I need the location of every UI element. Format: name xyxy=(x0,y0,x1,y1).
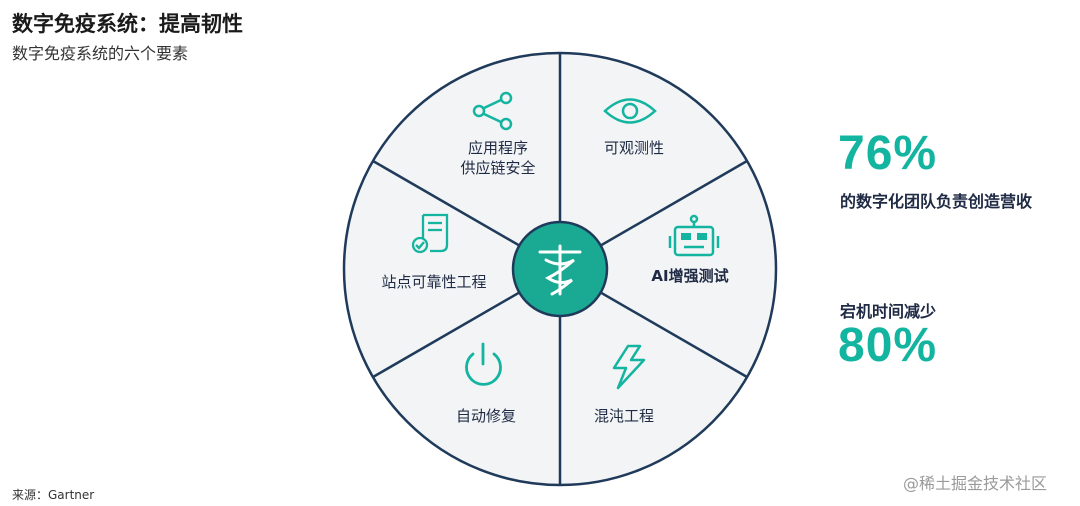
segment-label-auto-remediation: 自动修复 xyxy=(455,407,517,425)
segment-label-site-reliability: 站点可靠性工程 xyxy=(381,273,487,291)
segment-label-observability: 可观测性 xyxy=(603,139,665,157)
lightning-icon xyxy=(612,344,646,390)
segment-label-chaos-engineering: 混沌工程 xyxy=(593,407,655,425)
segment-label-app-supply-chain: 应用程序 供应链安全 xyxy=(460,139,536,177)
caduceus-icon xyxy=(538,244,582,296)
robot-icon xyxy=(668,214,720,257)
power-icon xyxy=(465,342,502,386)
source-note: 来源：Gartner xyxy=(12,488,95,502)
eye-icon xyxy=(603,98,657,124)
page-subtitle: 数字免疫系统的六个要素 xyxy=(12,44,189,63)
stat-80-text: 宕机时间减少 xyxy=(840,302,937,321)
stat-76-percent: 76% xyxy=(838,127,938,180)
stat-76-text: 的数字化团队负责创造营收 xyxy=(840,192,1033,211)
share-icon xyxy=(472,91,513,131)
document-check-icon xyxy=(411,213,449,254)
page-title: 数字免疫系统：提高韧性 xyxy=(12,11,243,36)
stat-80-percent: 80% xyxy=(838,319,938,372)
watermark: @稀土掘金技术社区 xyxy=(903,474,1048,493)
segment-label-ai-testing: AI增强测试 xyxy=(651,267,729,285)
